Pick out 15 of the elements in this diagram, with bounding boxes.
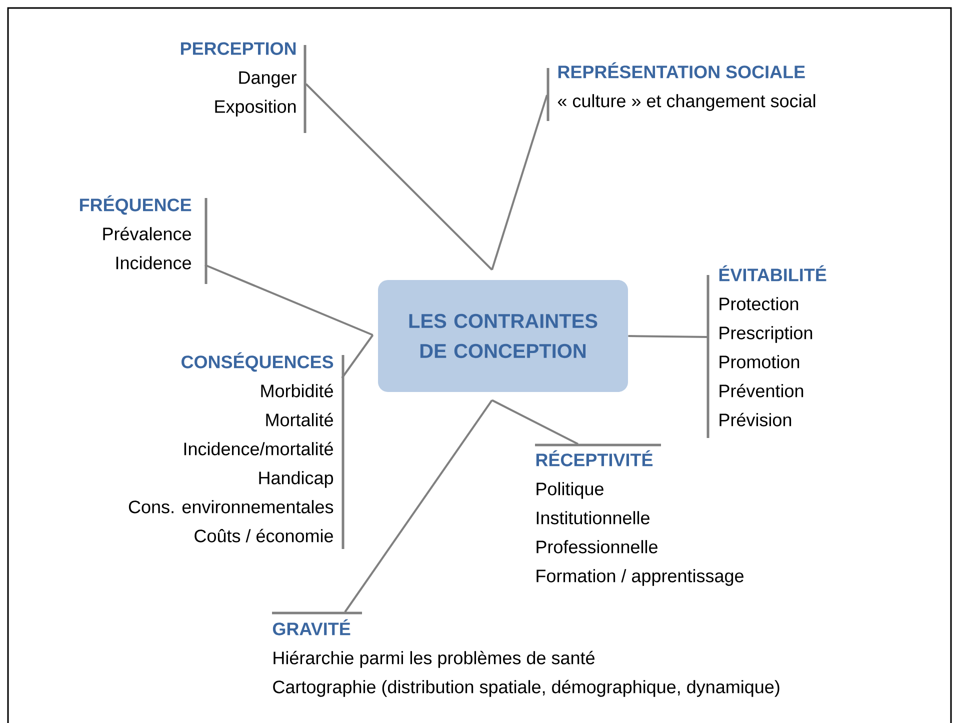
category-text: ÉVITABILITÉ Protection Prescription Promotion Prévention Prévision <box>719 265 826 426</box>
category-text: CONSÉQUENCES Morbidité Mortalité Incidence/mortalité Handicap Cons. environnementales Coûts / économie <box>128 352 334 542</box>
category-text: GRAVITÉ Hiérarchie parmi les problèmes de santé Cartographie (distribution spatiale, démographique, dynamique) <box>272 619 780 697</box>
connector-line <box>491 94 548 270</box>
category-text: RÉCEPTIVITÉ Politique Institutionnelle Professionnelle Formation / apprentissage <box>536 450 744 586</box>
category-text: REPRÉSENTATION SOCIALE « culture » et changement social <box>558 62 816 111</box>
connector-line <box>628 335 708 338</box>
connector-line <box>204 264 374 336</box>
category-text: PERCEPTION Danger Exposition <box>181 42 296 116</box>
connector-line <box>344 400 493 613</box>
connector-line <box>341 334 374 379</box>
title-box: LES CONTRAINTES DE CONCEPTION <box>378 280 628 392</box>
connector-line <box>492 399 578 445</box>
category-text: FRÉQUENCE Prévalence Incidence <box>80 195 192 270</box>
connector-line <box>305 83 493 270</box>
